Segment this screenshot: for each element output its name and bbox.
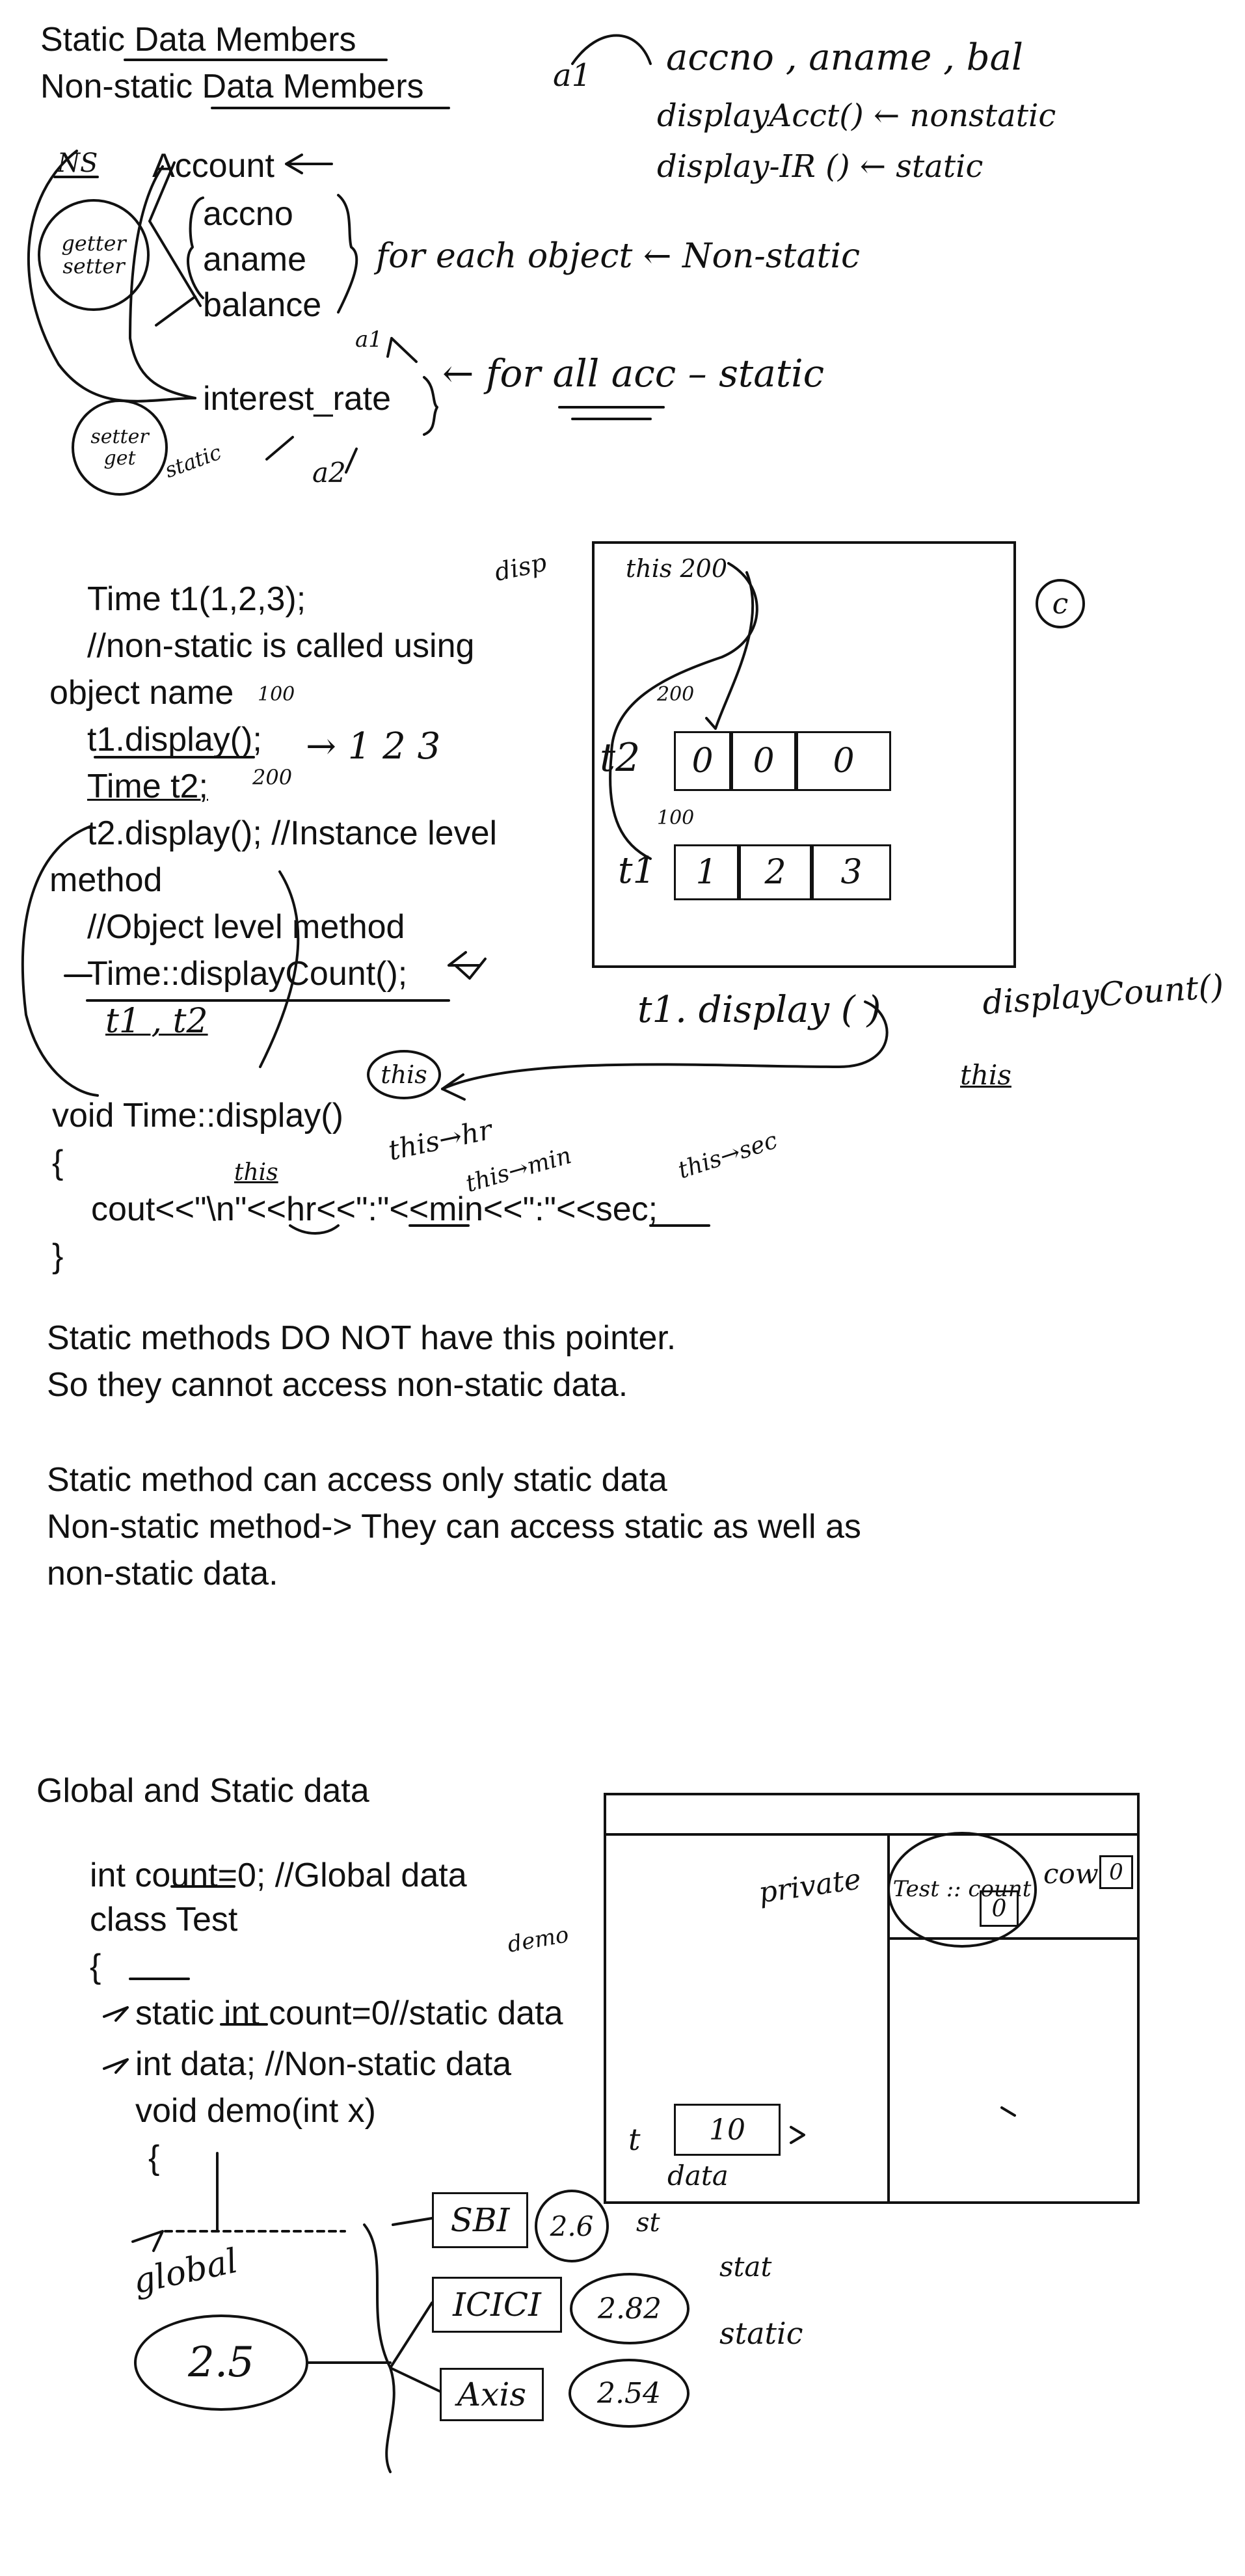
code-line-4: t1.display();	[87, 721, 262, 758]
memory-diagram	[592, 541, 1016, 968]
t1-min-cell: 2	[739, 844, 812, 900]
code-line-11: {	[52, 1144, 64, 1181]
field-balance: balance	[203, 286, 322, 324]
code-line-1: Time t1(1,2,3);	[87, 580, 306, 618]
memory-divider-mid	[887, 1937, 1140, 1940]
code-line-2: //non-static is called using	[87, 627, 475, 665]
rule-line-3: Static method can access only static dat…	[47, 1461, 667, 1499]
annotation-st: st	[636, 2208, 660, 2238]
code-line-13: }	[52, 1237, 64, 1275]
annotation-displaycount: displayCount()	[981, 967, 1225, 1022]
annotation-getter-setter: getter setter	[38, 199, 150, 311]
title-nonstatic-members: Non-static Data Members	[40, 68, 424, 105]
field-interest-rate: interest_rate	[203, 380, 392, 418]
account-label: Account	[152, 147, 274, 185]
annotation-ns: NS	[57, 148, 98, 178]
global-count-value: 0	[1099, 1855, 1133, 1889]
t2-hr-cell: 0	[674, 731, 731, 791]
annotation-setter-get: setter get	[72, 399, 168, 496]
icici-rate-circle: 2.82	[570, 2273, 689, 2344]
annotation-this-circled: this	[367, 1050, 441, 1099]
annotation-test-count-circle: Test :: count	[887, 1832, 1037, 1948]
t2-min-cell: 0	[731, 731, 796, 791]
s4-code-line-7: {	[148, 2139, 160, 2177]
t-data-value: 10	[674, 2104, 781, 2156]
annotation-disp: disp	[492, 548, 550, 587]
annotation-for-all-acc: ← for all acc – static	[442, 351, 825, 396]
rule-line-4: Non-static method-> They can access stat…	[47, 1508, 861, 1546]
annotation-stat: stat	[719, 2251, 772, 2283]
s4-code-line-5: int data; //Non-static data	[135, 2045, 512, 2083]
annotation-static-small: static	[161, 439, 225, 483]
bank-sbi: SBI	[432, 2192, 528, 2248]
annotation-200: 200	[252, 765, 293, 790]
object-t2-label: t2	[600, 735, 641, 781]
object-t-label: t	[628, 2122, 641, 2157]
annotation-t1-t2: t1 , t2	[105, 1002, 208, 1041]
axis-rate-circle: 2.54	[569, 2359, 689, 2428]
rule-line-5: non-static data.	[47, 1555, 278, 1592]
s4-code-line-4: static int count=0//static data	[135, 1994, 563, 2032]
annotation-this-small: this	[234, 1159, 278, 1186]
memory-layout-box	[604, 1793, 1140, 2204]
field-aname: aname	[203, 241, 306, 278]
annotation-a1-top: a1	[553, 57, 592, 94]
code-line-6: t2.display(); //Instance level	[87, 814, 498, 852]
code-line-5: Time t2;	[87, 768, 208, 805]
rule-line-2: So they cannot access non-static data.	[47, 1366, 628, 1404]
s4-code-line-3: {	[90, 1948, 101, 1985]
code-line-9: Time::displayCount();	[87, 955, 408, 993]
t1-hr-cell: 1	[674, 844, 739, 900]
annotation-this-sec: this→sec	[675, 1127, 781, 1185]
annotation-a2: a2	[312, 457, 346, 489]
s4-code-line-6: void demo(int x)	[135, 2092, 376, 2130]
bank-axis: Axis	[440, 2368, 544, 2421]
annotation-c-circle: c	[1036, 579, 1085, 628]
annotation-demo: demo	[505, 1922, 571, 1958]
rule-line-1: Static methods DO NOT have this pointer.	[47, 1319, 676, 1357]
s4-code-line-1: int count=0; //Global data	[90, 1857, 467, 1894]
t1-sec-cell: 3	[812, 844, 891, 900]
memory-divider-vertical	[887, 1833, 890, 2204]
object-t1-label: t1	[618, 850, 656, 892]
annotation-200-box: 200	[657, 683, 695, 706]
bank-icici: ICICI	[432, 2277, 562, 2333]
annotation-cow: cow	[1043, 1858, 1099, 1890]
t2-sec-cell: 0	[796, 731, 891, 791]
annotation-this-right: this	[960, 1059, 1011, 1091]
annotation-arrow-123: → 1 2 3	[306, 725, 441, 768]
section4-title: Global and Static data	[36, 1772, 369, 1810]
code-line-7: method	[49, 861, 163, 899]
code-line-3: object name	[49, 674, 234, 712]
s4-code-line-2: class Test	[90, 1901, 238, 1939]
code-line-8: //Object level method	[87, 908, 405, 946]
annotation-data: data	[667, 2160, 729, 2192]
annotation-top-fields: accno , aname , bal	[666, 36, 1023, 79]
title-static-members: Static Data Members	[40, 21, 356, 59]
memory-divider-top	[604, 1833, 1140, 1836]
annotation-display-acct: displayAcct() ← nonstatic	[657, 98, 1056, 134]
annotation-static: static	[719, 2316, 803, 2351]
field-accno: accno	[203, 195, 293, 233]
annotation-this-hr: this→hr	[385, 1113, 495, 1167]
annotation-display-ir: display-IR () ← static	[657, 148, 984, 185]
annotation-global: global	[129, 2241, 241, 2302]
annotation-100: 100	[258, 683, 295, 706]
annotation-a1-small: a1	[355, 327, 382, 353]
annotation-t1-display: t1. display ( )	[637, 989, 881, 1031]
code-line-10: void Time::display()	[52, 1097, 343, 1134]
global-rate-circle: 2.5	[134, 2314, 308, 2411]
annotation-for-each-object: for each object ← Non-static	[376, 237, 861, 276]
test-count-value: 0	[980, 1890, 1019, 1927]
annotation-100-box: 100	[657, 807, 695, 829]
sbi-rate-circle: 2.6	[535, 2190, 609, 2262]
code-line-12: cout<<"\n"<<hr<<":"<<min<<":"<<sec;	[91, 1190, 658, 1228]
annotation-this-200: this 200	[626, 554, 728, 583]
